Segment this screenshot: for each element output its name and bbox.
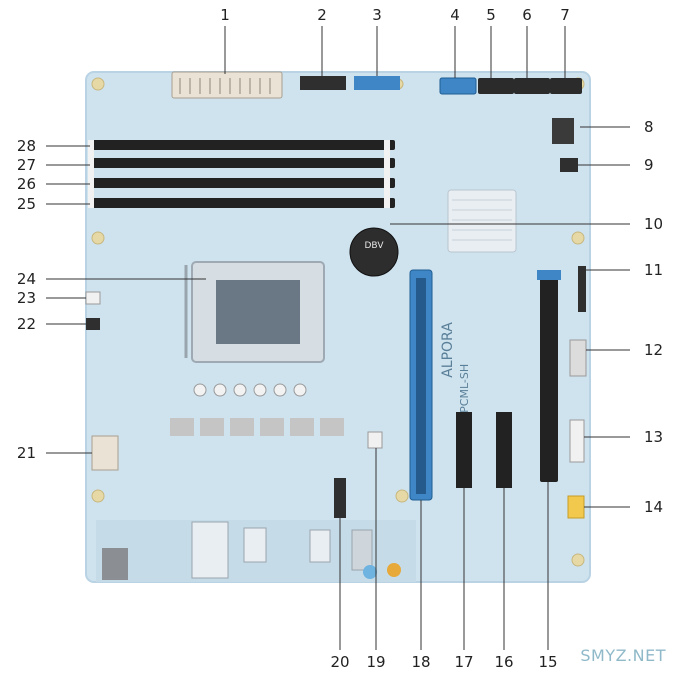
callout-7: 7 [560, 6, 570, 24]
callout-27: 27 [17, 156, 36, 174]
callout-13: 13 [644, 428, 663, 446]
fan-header-yellow [568, 496, 584, 518]
callout-6: 6 [522, 6, 532, 24]
pcie-x16-slot-2 [540, 270, 558, 482]
pcb-model-text: IPCML-SH [458, 364, 471, 416]
callout-26: 26 [17, 175, 36, 193]
header-12 [570, 340, 586, 376]
atx-24pin-connector [172, 72, 282, 98]
cmos-battery [350, 228, 398, 276]
battery-brand-text: DBV [365, 241, 385, 251]
callout-11: 11 [644, 261, 663, 279]
callout-1: 1 [220, 6, 230, 24]
callout-2: 2 [317, 6, 327, 24]
callout-18: 18 [411, 653, 430, 671]
callout-10: 10 [644, 215, 663, 233]
front-panel-header [300, 76, 346, 90]
callout-3: 3 [372, 6, 382, 24]
m2-slot-lower [334, 478, 346, 518]
cpu-8pin-power [92, 436, 118, 470]
brand-text: ALPORA [440, 322, 456, 378]
header-22 [86, 318, 100, 330]
header-13 [570, 420, 584, 462]
callout-21: 21 [17, 444, 36, 462]
pcie-x1-slot-1 [456, 412, 472, 488]
callout-14: 14 [644, 498, 663, 516]
usb-header [354, 76, 400, 90]
callout-5: 5 [486, 6, 496, 24]
chipset-heatsink [448, 190, 516, 252]
watermark: SMYZ.NET [580, 646, 666, 665]
callout-22: 22 [17, 315, 36, 333]
sata-port-3 [550, 78, 582, 94]
callout-24: 24 [17, 270, 36, 288]
callout-23: 23 [17, 289, 36, 307]
callout-4: 4 [450, 6, 460, 24]
callout-20: 20 [330, 653, 349, 671]
callout-9: 9 [644, 156, 654, 174]
sata-port-2 [514, 78, 550, 94]
m2-slot [552, 118, 574, 144]
fan-header-top [560, 158, 578, 172]
callout-17: 17 [454, 653, 473, 671]
callout-28: 28 [17, 137, 36, 155]
header-23 [86, 292, 100, 304]
header-11 [578, 266, 586, 312]
sata-port-blue [440, 78, 476, 94]
callout-15: 15 [538, 653, 557, 671]
callout-25: 25 [17, 195, 36, 213]
callout-8: 8 [644, 118, 654, 136]
sata-port-1 [478, 78, 514, 94]
pcie-x1-slot-2 [496, 412, 512, 488]
callout-12: 12 [644, 341, 663, 359]
callout-19: 19 [366, 653, 385, 671]
callout-16: 16 [494, 653, 513, 671]
connector-19 [368, 432, 382, 448]
